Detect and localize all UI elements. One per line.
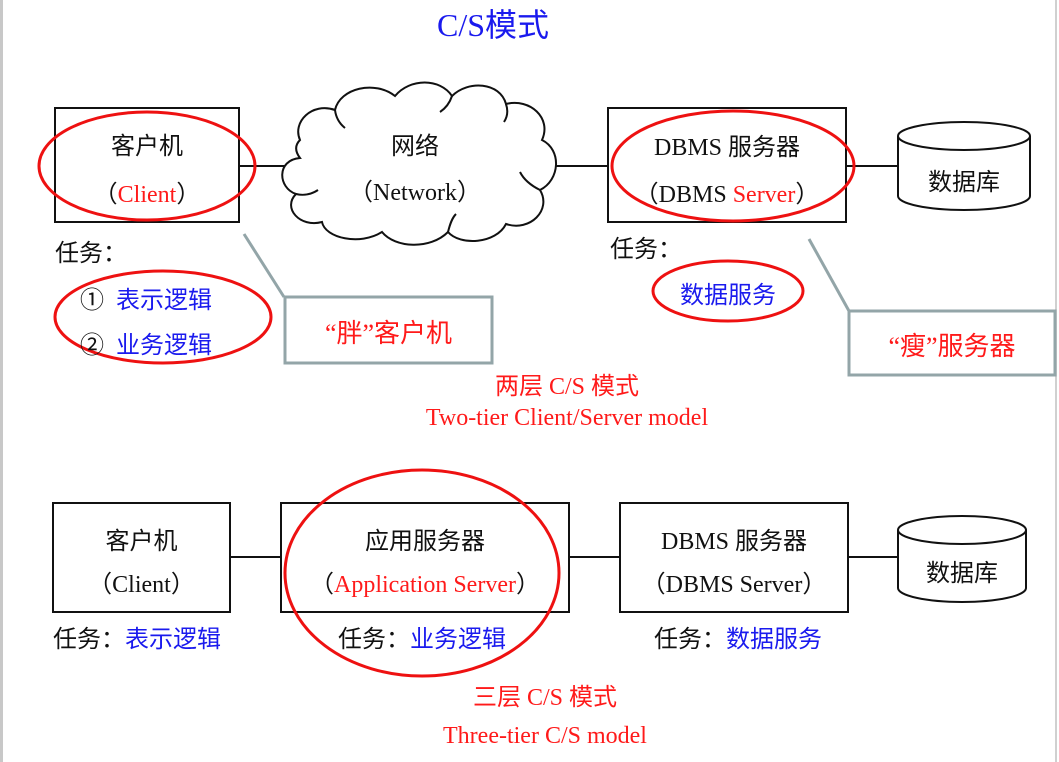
two-tier-client-task-label: 任务： xyxy=(55,241,127,267)
paren-close: ） xyxy=(795,182,820,208)
three-tier-caption-en: Three-tier C/S model xyxy=(443,723,647,749)
dbms-en-prefix: （DBMS xyxy=(634,182,733,208)
network-name: 网络 xyxy=(391,134,439,160)
data-service-highlight-ellipse xyxy=(651,259,805,323)
client-task-item: ① 表示逻辑 xyxy=(80,280,212,315)
three-tier-database-cylinder-top xyxy=(897,515,1027,545)
task-value: 业务逻辑 xyxy=(410,627,506,653)
three-tier-app-task: 任务：业务逻辑 xyxy=(338,619,506,654)
paren-open: （ xyxy=(310,572,335,598)
app-server-en-label: （Application Server） xyxy=(281,564,569,599)
three-tier-client-name: 客户机 xyxy=(105,529,178,555)
paren-open: （ xyxy=(93,182,118,208)
two-tier-client-name: 客户机 xyxy=(111,134,183,160)
task-label: 任务： xyxy=(654,627,726,653)
task-label: 任务： xyxy=(53,627,125,653)
task-marker-1: ① xyxy=(80,288,104,314)
network-cloud-inner-curve-1 xyxy=(334,109,346,129)
network-cloud-icon xyxy=(281,81,557,246)
network-cloud-inner-curve-4 xyxy=(519,171,541,191)
two-tier-caption-zh: 两层 C/S 模式 xyxy=(494,374,640,400)
network-cloud-inner-curve-3 xyxy=(503,103,509,123)
two-tier-database-cylinder-icon xyxy=(897,136,1031,211)
client-task-item: ② 业务逻辑 xyxy=(80,325,212,360)
two-tier-dbms-name: DBMS 服务器 xyxy=(653,135,801,161)
two-tier-client-en-label: （Client） xyxy=(55,174,239,209)
paren-close: ） xyxy=(515,572,540,598)
client-tasks-highlight-ellipse xyxy=(53,269,273,365)
three-tier-client-en-label: （Client） xyxy=(88,572,195,598)
fat-client-callout-box xyxy=(283,295,494,365)
thin-server-callout-leader xyxy=(807,238,851,312)
three-tier-client-task: 任务：表示逻辑 xyxy=(53,619,221,654)
three-tier-database-label: 数据库 xyxy=(926,561,998,587)
task-value: 表示逻辑 xyxy=(125,627,221,653)
two-tier-database-cylinder-top xyxy=(897,121,1031,151)
page-right-edge xyxy=(1055,0,1057,762)
client-highlight-ellipse xyxy=(37,110,257,222)
two-tier-caption-en: Two-tier Client/Server model xyxy=(425,405,709,431)
three-tier-caption-zh: 三层 C/S 模式 xyxy=(472,685,618,711)
network-cloud-inner-curve-5 xyxy=(447,213,457,233)
client-en-highlight: Client xyxy=(117,182,177,208)
network-cloud-inner-curve-6 xyxy=(295,189,319,196)
fat-client-callout-leader xyxy=(242,233,286,298)
task-value: 数据服务 xyxy=(726,627,822,653)
dbms-en-highlight: Server xyxy=(732,182,796,208)
three-tier-dbms-task: 任务：数据服务 xyxy=(654,619,822,654)
task-text-presentation-logic: 表示逻辑 xyxy=(116,288,212,314)
app-server-en-highlight: Application Server xyxy=(334,572,516,598)
three-tier-dbms-en-label: （DBMS Server） xyxy=(641,572,827,598)
two-tier-server-task: 数据服务 xyxy=(680,283,776,309)
network-cloud-inner-curve-2 xyxy=(439,95,453,113)
network-en-label: （Network） xyxy=(349,180,481,206)
three-tier-database-cylinder-icon xyxy=(897,530,1027,603)
task-marker-2: ② xyxy=(80,333,104,359)
app-server-highlight-ellipse xyxy=(283,468,561,678)
page-left-edge xyxy=(0,0,3,762)
thin-server-callout-box xyxy=(847,309,1057,377)
paren-close: ） xyxy=(176,182,201,208)
two-tier-server-task-label: 任务： xyxy=(610,237,682,263)
fat-client-callout-text: “胖”客户机 xyxy=(324,319,453,348)
app-server-name: 应用服务器 xyxy=(365,529,485,555)
task-text-business-logic: 业务逻辑 xyxy=(116,333,212,359)
dbms-highlight-ellipse xyxy=(610,109,856,223)
two-tier-dbms-en-label: （DBMS Server） xyxy=(608,174,846,209)
task-label: 任务： xyxy=(338,627,410,653)
page-title: C/S模式 xyxy=(437,7,550,43)
two-tier-database-label: 数据库 xyxy=(928,170,1000,196)
three-tier-dbms-name: DBMS 服务器 xyxy=(660,529,808,555)
thin-server-callout-text: “瘦”服务器 xyxy=(888,332,1016,361)
